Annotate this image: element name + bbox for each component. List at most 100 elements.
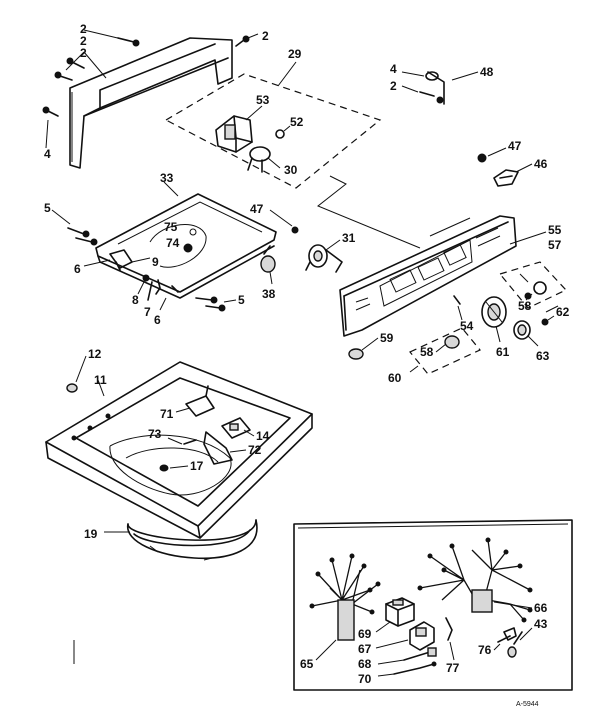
callout-55: 55: [548, 223, 562, 237]
callout-11: 11: [94, 373, 107, 387]
part-58-knob-lower: [444, 335, 460, 349]
callout-77: 77: [446, 661, 460, 675]
callout-68: 68: [358, 657, 372, 671]
part-76-plug: [497, 627, 517, 643]
callout-60: 60: [388, 371, 402, 385]
part-43-ground-screw: [507, 631, 523, 658]
callout-67: 67: [358, 642, 372, 656]
part-65-harness: [309, 553, 381, 641]
part-5-screws-left: [67, 227, 98, 246]
callout-61: 61: [496, 345, 510, 359]
part-46-knob-insert: [493, 169, 519, 187]
callout-72: 72: [248, 443, 262, 457]
callout-59: 59: [380, 331, 394, 345]
callout-47: 47: [508, 139, 522, 153]
part-8-washer: [142, 274, 150, 282]
callout-2: 2: [80, 46, 87, 60]
part-33-mounting-plate: [95, 193, 277, 299]
part-62-spring: [541, 318, 549, 326]
part-19-tub-ring: [127, 519, 258, 561]
callout-38: 38: [262, 287, 276, 301]
callout-43: 43: [534, 617, 548, 631]
part-70-terminal: [393, 661, 437, 675]
callout-46: 46: [534, 157, 548, 171]
part-6-clip: [155, 279, 161, 295]
callout-8: 8: [132, 293, 139, 307]
part-58-knob-upper: [533, 281, 547, 295]
callout-74: 74: [166, 236, 180, 250]
part-77-clip: [445, 617, 453, 641]
dashed-group-29: [164, 73, 382, 189]
part-72-bracket: [203, 431, 233, 465]
part-69-relay: [385, 597, 415, 627]
part-68-connector: [403, 647, 437, 661]
part-47-grommet: [291, 226, 299, 234]
callout-12: 12: [88, 347, 102, 361]
part-47-grommet-top: [477, 153, 487, 163]
part-53-relay: [215, 115, 253, 153]
callout-73: 73: [148, 427, 162, 441]
callout-2: 2: [390, 79, 397, 93]
dashed-group-58-upper: [498, 261, 567, 309]
part-59-foot: [348, 348, 364, 360]
callout-19: 19: [84, 527, 98, 541]
part-11-cabinet-top: [45, 361, 313, 539]
callout-69: 69: [358, 627, 372, 641]
part-73-screw: [183, 439, 197, 445]
part-71-switch: [185, 385, 215, 417]
callout-4: 4: [44, 147, 51, 161]
part-7-pin: [147, 281, 153, 301]
callout-2: 2: [262, 29, 269, 43]
callout-58: 58: [518, 299, 532, 313]
console-rail: [69, 37, 233, 169]
callout-71: 71: [160, 407, 174, 421]
callout-57: 57: [548, 238, 562, 252]
part-12-plug: [66, 383, 78, 393]
part-5-screws-right: [195, 296, 226, 312]
callout-7: 7: [144, 305, 151, 319]
callout-63: 63: [536, 349, 550, 363]
callout-9: 9: [152, 255, 159, 269]
part-52-nut: [275, 129, 285, 139]
part-66-harness: [417, 537, 533, 623]
callout-75: 75: [164, 220, 178, 234]
callout-4: 4: [390, 62, 397, 76]
callout-31: 31: [342, 231, 356, 245]
callout-5: 5: [238, 293, 245, 307]
callout-65: 65: [300, 657, 314, 671]
callout-76: 76: [478, 643, 492, 657]
callout-2: 2: [80, 34, 87, 48]
part-48-clip: [419, 71, 445, 105]
callout-29: 29: [288, 47, 302, 61]
callout-47: 47: [250, 202, 264, 216]
part-17-clip: [159, 464, 169, 472]
callout-2: 2: [80, 22, 87, 36]
part-67-terminal-block: [409, 621, 435, 651]
callout-48: 48: [480, 65, 494, 79]
callout-labels: 2 2 2 2 29 4 4 2 48 53 52 30 47 46 33 47…: [44, 22, 570, 708]
drawing-number: A-5944: [516, 701, 539, 708]
callout-62: 62: [556, 305, 570, 319]
part-14-lid-switch: [221, 417, 251, 439]
callout-6: 6: [154, 313, 161, 327]
callout-30: 30: [284, 163, 298, 177]
dashed-group-60: [409, 327, 481, 375]
callout-53: 53: [256, 93, 270, 107]
callout-6: 6: [74, 262, 81, 276]
part-30-capacitor: [247, 146, 271, 173]
part-38-weight: [260, 245, 276, 273]
part-63-knob: [513, 320, 531, 340]
callout-33: 33: [160, 171, 174, 185]
control-panel-55: [339, 215, 517, 337]
callout-14: 14: [256, 429, 270, 443]
callout-54: 54: [460, 319, 474, 333]
callout-5: 5: [44, 201, 51, 215]
part-31-timer-motor: [305, 244, 343, 273]
callout-58: 58: [420, 345, 434, 359]
callout-70: 70: [358, 672, 372, 686]
screw-group-top: [42, 35, 250, 117]
callout-52: 52: [290, 115, 304, 129]
part-54-screw: [453, 295, 461, 305]
callout-17: 17: [190, 459, 204, 473]
